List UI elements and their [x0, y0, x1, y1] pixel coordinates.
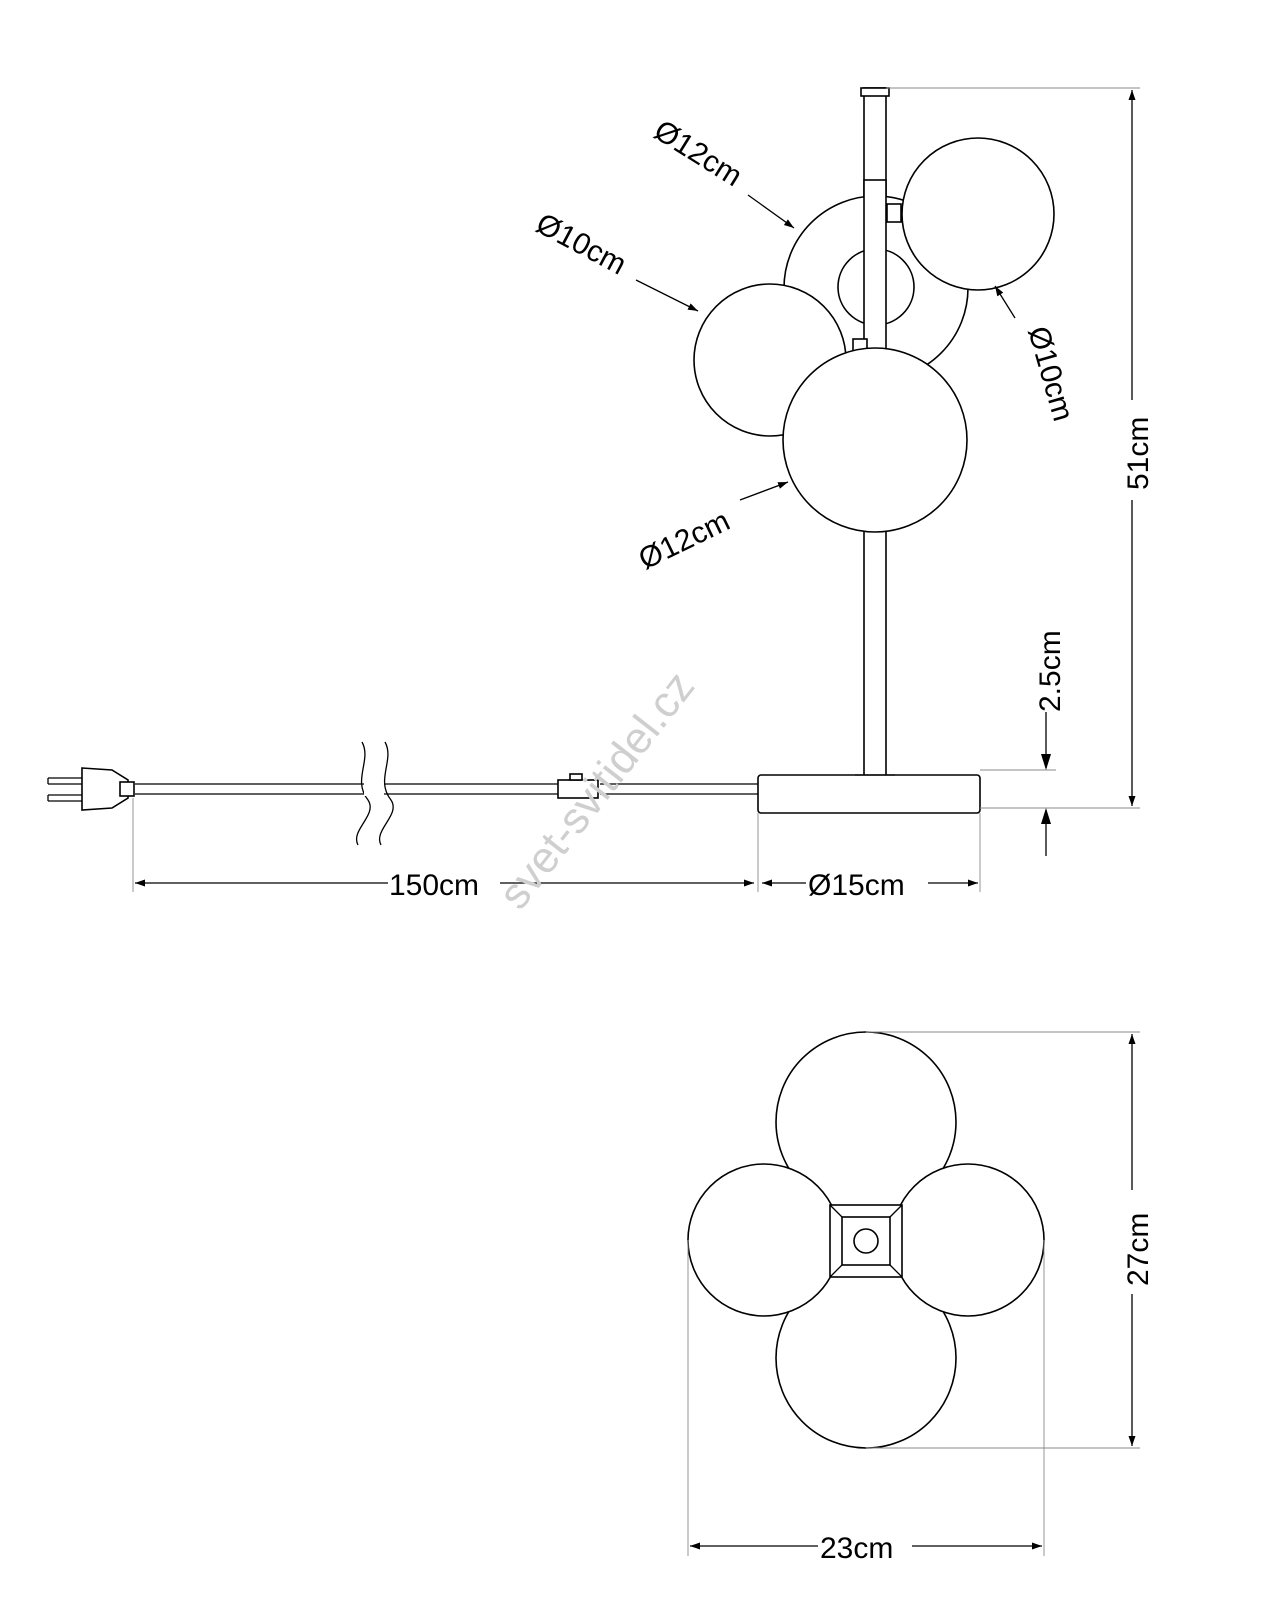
label-base-diameter: Ø15cm [808, 869, 905, 902]
top-view: 27cm 23cm [687, 1031, 1155, 1565]
label-globe-top-left: Ø12cm [648, 114, 747, 193]
power-cable [135, 741, 758, 846]
leader-globe-left [635, 279, 699, 312]
top-globe-left [687, 1163, 841, 1317]
top-globe-right [891, 1163, 1045, 1317]
label-top-width: 23cm [820, 1532, 893, 1565]
lamp-base [757, 774, 981, 814]
label-height-total: 51cm [1122, 417, 1155, 490]
label-globe-right: Ø10cm [1021, 323, 1079, 425]
globe-front [782, 347, 968, 533]
top-hub [829, 1204, 903, 1278]
globe-right [901, 137, 1055, 291]
globe-right-holder [886, 203, 902, 223]
stem-overlay [863, 179, 887, 351]
label-base-height: 2.5cm [1034, 630, 1067, 712]
leader-globe-top-left [747, 194, 795, 229]
stem-cap [860, 87, 890, 97]
label-cable-length: 150cm [389, 869, 479, 902]
side-view: Ø12cm Ø10cm Ø10cm Ø12cm 51cm 2.5cm 150cm… [47, 87, 1155, 902]
label-globe-front: Ø12cm [634, 504, 735, 576]
power-plug-icon [47, 767, 135, 811]
label-globe-left: Ø10cm [531, 207, 632, 282]
label-top-depth: 27cm [1122, 1213, 1155, 1286]
leader-globe-front [739, 481, 789, 501]
leader-globe-right [994, 285, 1016, 319]
watermark: svet-svitidel.cz [489, 663, 704, 919]
